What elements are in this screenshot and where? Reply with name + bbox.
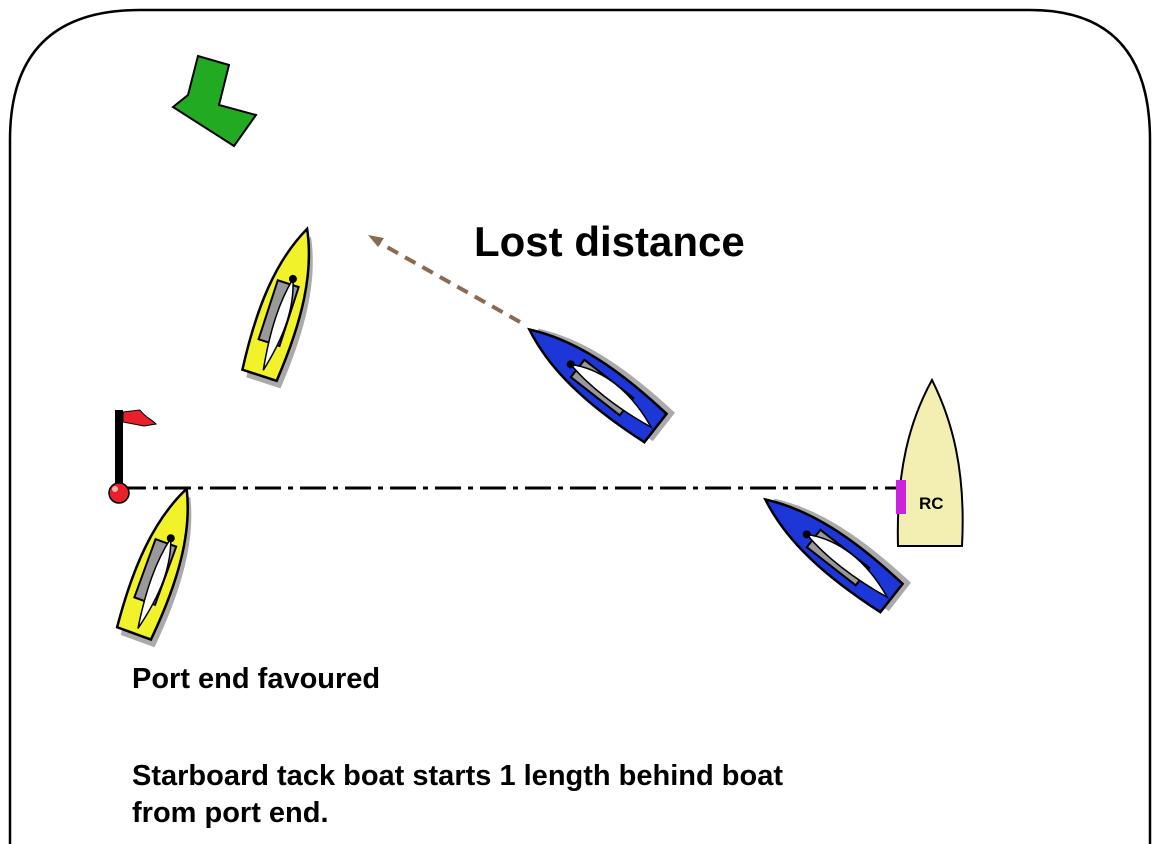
- note-line-1: Starboard tack boat starts 1 length behi…: [132, 760, 783, 792]
- starboard-tack-boat-lower: [763, 497, 911, 614]
- pin-flag-icon: [108, 409, 158, 504]
- diagram-title: Lost distance: [474, 218, 745, 265]
- starboard-tack-boat-upper: [527, 327, 675, 444]
- rc-label: RC: [919, 494, 944, 513]
- lost-distance-track: [368, 235, 521, 324]
- port-tack-boat-upper: [240, 226, 313, 389]
- port-tack-boat-lower: [115, 486, 192, 648]
- committee-boat-icon: [896, 377, 964, 547]
- wind-arrow-icon: [171, 54, 258, 148]
- diagram-frame: [8, 8, 1152, 844]
- port-end-label: Port end favoured: [132, 663, 381, 695]
- note-line-2: from port end.: [132, 797, 329, 829]
